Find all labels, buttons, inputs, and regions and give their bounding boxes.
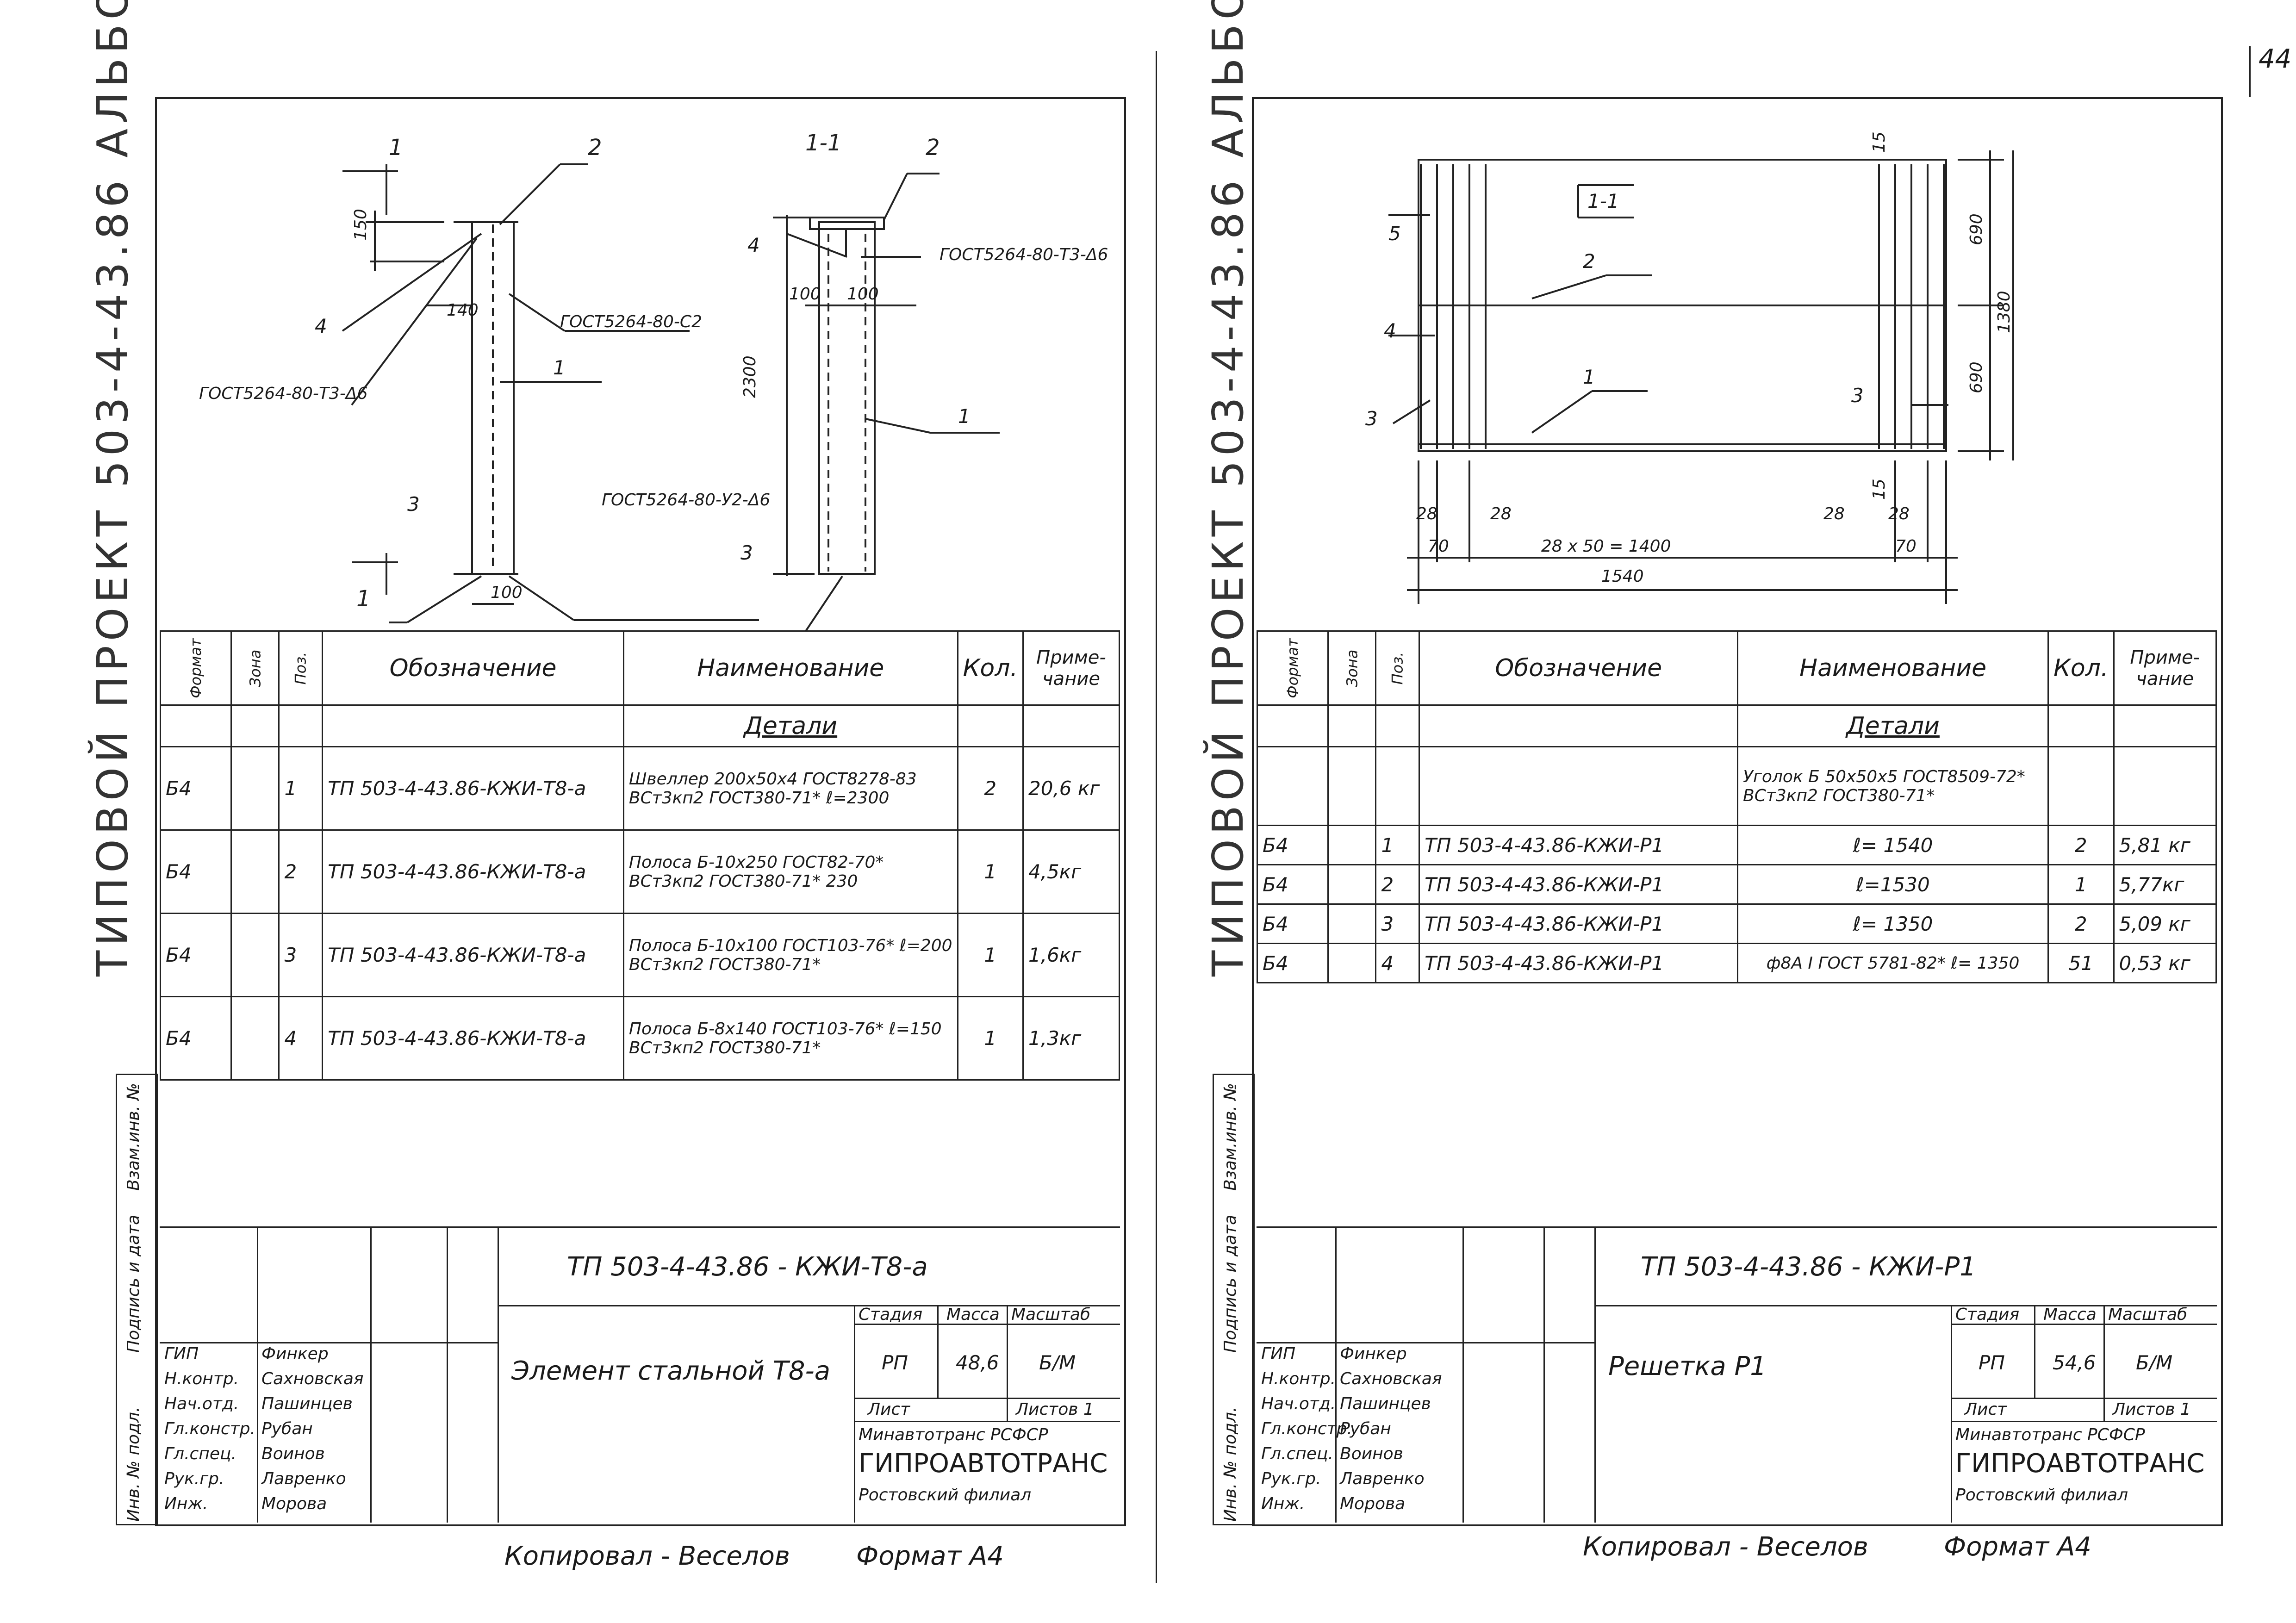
left-side-columns: Инв. № подл. Подпись и дата Взам.инв. № [116, 1074, 158, 1525]
col-name: Наименование [622, 630, 958, 706]
left-spec-table: Формат Зона Поз. Обозначение Наименовани… [160, 630, 1120, 1081]
weld-label-4: ГОСТ5264-80-Т3-Δ6 [940, 245, 1108, 264]
left-stamp: ТП 503-4-43.86 - КЖИ-Т8-а Элемент стальн… [160, 1226, 1120, 1523]
svg-text:2: 2 [588, 135, 602, 161]
right-stamp-title: Решетка Р1 [1608, 1351, 1767, 1381]
sec-label-bottom: 1 [356, 586, 371, 612]
right-drawing [1388, 150, 2014, 604]
right-copied-by: Копировал - Веселов [1583, 1532, 1868, 1562]
sec-label-top: 1 [389, 135, 403, 161]
left-drawing: 1 1 2 2 1-1 [342, 130, 1000, 632]
weld-label-2: ГОСТ5264-80-Т3-Δ6 [199, 384, 368, 403]
left-copied-by: Копировал - Веселов [504, 1541, 790, 1571]
section-details: Детали [622, 704, 958, 747]
right-format: Формат А4 [1944, 1532, 2091, 1562]
right-stamp-code: ТП 503-4-43.86 - КЖИ-Р1 [1641, 1252, 1976, 1282]
left-vertical-title: ТИПОВОЙ ПРОЕКТ 503-4-43.86 АЛЬБОМ IV [88, 0, 137, 976]
col-designation: Обозначение [322, 630, 624, 706]
section-details: Детали [1737, 704, 2049, 747]
right-spec-table: Формат Зона Поз. Обозначение Наименовани… [1257, 630, 2217, 983]
svg-text:2: 2 [926, 135, 940, 161]
weld-label-3: ГОСТ5264-80-У2-Δ6 [602, 491, 771, 510]
page-number: 44 [2259, 44, 2292, 74]
weld-label-1: ГОСТ5264-80-С2 [560, 312, 702, 331]
left-stamp-title: Элемент стальной Т8-а [511, 1356, 831, 1386]
right-stamp: ТП 503-4-43.86 - КЖИ-Р1 Решетка Р1 Стади… [1257, 1226, 2217, 1523]
left-stamp-code: ТП 503-4-43.86 - КЖИ-Т8-а [567, 1252, 928, 1282]
sec-title: 1-1 [805, 130, 841, 156]
left-format: Формат А4 [856, 1541, 1004, 1571]
left-sheet [155, 97, 1126, 1526]
right-side-columns: Инв. № подл. Подпись и дата Взам.инв. № [1213, 1074, 1255, 1525]
col-designation: Обозначение [1419, 630, 1739, 706]
center-divider [1156, 51, 1157, 1583]
col-name: Наименование [1737, 630, 2049, 706]
right-sheet [1252, 97, 2223, 1526]
right-vertical-title: ТИПОВОЙ ПРОЕКТ 503-4-43.86 АЛЬБОМ IV [1203, 0, 1253, 976]
